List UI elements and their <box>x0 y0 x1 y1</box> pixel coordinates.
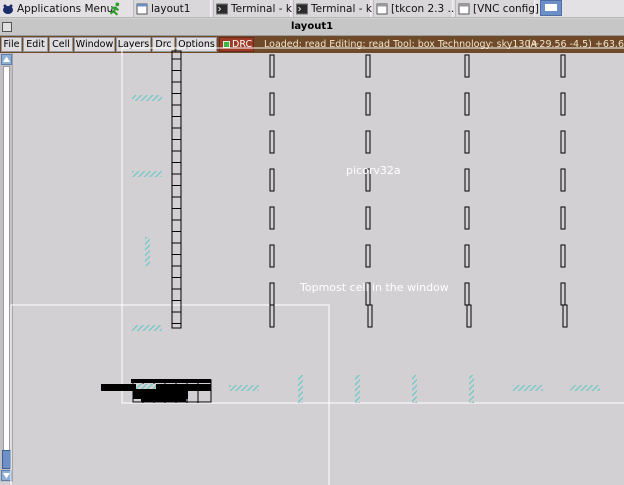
window-menu-icon[interactable] <box>2 22 12 32</box>
via-segment <box>269 92 275 116</box>
running-figure-icon <box>109 1 120 16</box>
menu-options[interactable]: Options <box>176 37 217 52</box>
via-column-1 <box>269 54 275 328</box>
applications-menu-label: Applications Menu <box>17 2 114 15</box>
via-segment <box>365 244 371 268</box>
menu-drc[interactable]: Drc <box>152 37 175 52</box>
window-icon <box>458 3 470 14</box>
via-segment <box>560 130 566 154</box>
layout-drawing <box>10 47 624 485</box>
via-segment <box>560 168 566 192</box>
via-segment <box>365 206 371 230</box>
drc-label: DRC <box>232 39 253 50</box>
menubar: File Edit Cell Window Layers Drc Options… <box>0 36 624 53</box>
terminal-icon <box>296 3 308 14</box>
via-segment <box>560 54 566 78</box>
taskbar-window-label: Terminal - k... <box>311 2 382 15</box>
via-segment <box>464 92 470 116</box>
drc-toggle-button[interactable]: DRC <box>219 37 254 52</box>
taskbar: Applications Menu layout1 Terminal - k..… <box>0 0 624 18</box>
pin-hatch <box>513 385 543 391</box>
launcher-button[interactable] <box>108 0 128 17</box>
topmost-cell-label: Topmost cell in the window <box>300 281 449 294</box>
dense-cell-cluster <box>101 379 212 403</box>
via-segment <box>464 206 470 230</box>
layout-canvas[interactable]: picorv32a Topmost cell in the window <box>10 47 624 485</box>
pin-hatch <box>412 375 417 403</box>
via-segment <box>365 92 371 116</box>
via-segment <box>464 244 470 268</box>
via-column-2 <box>365 54 373 328</box>
menu-cell[interactable]: Cell <box>49 37 73 52</box>
window-icon <box>136 3 148 14</box>
window-title: layout1 <box>290 21 334 32</box>
pin-hatch <box>132 325 162 331</box>
workspace-switcher[interactable] <box>540 0 562 16</box>
via-segment <box>464 168 470 192</box>
xfce-mouse-icon <box>3 4 13 14</box>
via-segment <box>365 54 371 78</box>
via-column-3 <box>464 54 472 328</box>
window-titlebar[interactable]: layout1 <box>0 19 624 36</box>
via-segment <box>269 54 275 78</box>
vertical-scrollbar[interactable] <box>0 53 13 482</box>
via-segment <box>560 282 566 306</box>
cell-boundary-picorv32a <box>121 47 624 404</box>
cell-name-label: picorv32a <box>346 164 401 177</box>
menu-window[interactable]: Window <box>74 37 115 52</box>
via-segment <box>269 206 275 230</box>
via-segment <box>269 304 275 328</box>
window-icon <box>376 3 388 14</box>
via-segment <box>365 168 371 192</box>
menu-file[interactable]: File <box>1 37 22 52</box>
via-segment <box>464 54 470 78</box>
pin-hatch <box>469 375 474 403</box>
scrollbar-trough[interactable] <box>3 66 10 451</box>
taskbar-window-label: [tkcon 2.3 ... <box>391 2 458 15</box>
scrollbar-thumb[interactable] <box>2 450 11 469</box>
taskbar-window-terminal-1[interactable]: Terminal - k... <box>213 0 302 17</box>
menu-layers[interactable]: Layers <box>116 37 151 52</box>
taskbar-window-layout1[interactable]: layout1 <box>133 0 211 17</box>
pin-hatch <box>355 375 360 403</box>
via-segment <box>560 206 566 230</box>
via-segment <box>367 304 373 328</box>
taskbar-window-tkcon[interactable]: [tkcon 2.3 ... <box>373 0 458 17</box>
taskbar-window-label: Terminal - k... <box>231 2 302 15</box>
power-rail-ladder <box>171 50 182 329</box>
via-segment <box>560 92 566 116</box>
via-segment <box>464 130 470 154</box>
taskbar-window-label: layout1 <box>151 2 191 15</box>
via-segment <box>269 168 275 192</box>
taskbar-window-vnc-config[interactable]: [VNC config] <box>455 0 539 17</box>
via-segment <box>560 244 566 268</box>
status-text: Loaded: read Editing: read Tool: box Tec… <box>264 39 537 50</box>
via-segment <box>269 130 275 154</box>
via-segment <box>464 282 470 306</box>
pin-hatch <box>132 95 162 101</box>
pin-hatch <box>145 237 150 266</box>
via-segment <box>365 130 371 154</box>
via-column-4 <box>560 54 568 328</box>
pin-hatch <box>132 171 162 177</box>
pin-hatch <box>298 375 303 403</box>
taskbar-window-label: [VNC config] <box>473 2 540 15</box>
via-segment <box>269 282 275 306</box>
menu-edit[interactable]: Edit <box>23 37 48 52</box>
cursor-coordinates: (+29.56 -4.5) +63.6 <box>527 39 624 50</box>
scroll-down-arrow-icon[interactable] <box>1 470 12 481</box>
scroll-up-arrow-icon[interactable] <box>1 54 12 65</box>
checkbox-icon <box>223 41 230 48</box>
pin-hatch <box>229 385 259 391</box>
via-segment <box>466 304 472 328</box>
terminal-icon <box>216 3 228 14</box>
applications-menu-button[interactable]: Applications Menu <box>2 0 113 17</box>
pin-hatch <box>570 385 600 391</box>
taskbar-window-terminal-2[interactable]: Terminal - k... <box>293 0 382 17</box>
cell-boundary-lower <box>10 304 330 485</box>
via-segment <box>269 244 275 268</box>
via-segment <box>562 304 568 328</box>
